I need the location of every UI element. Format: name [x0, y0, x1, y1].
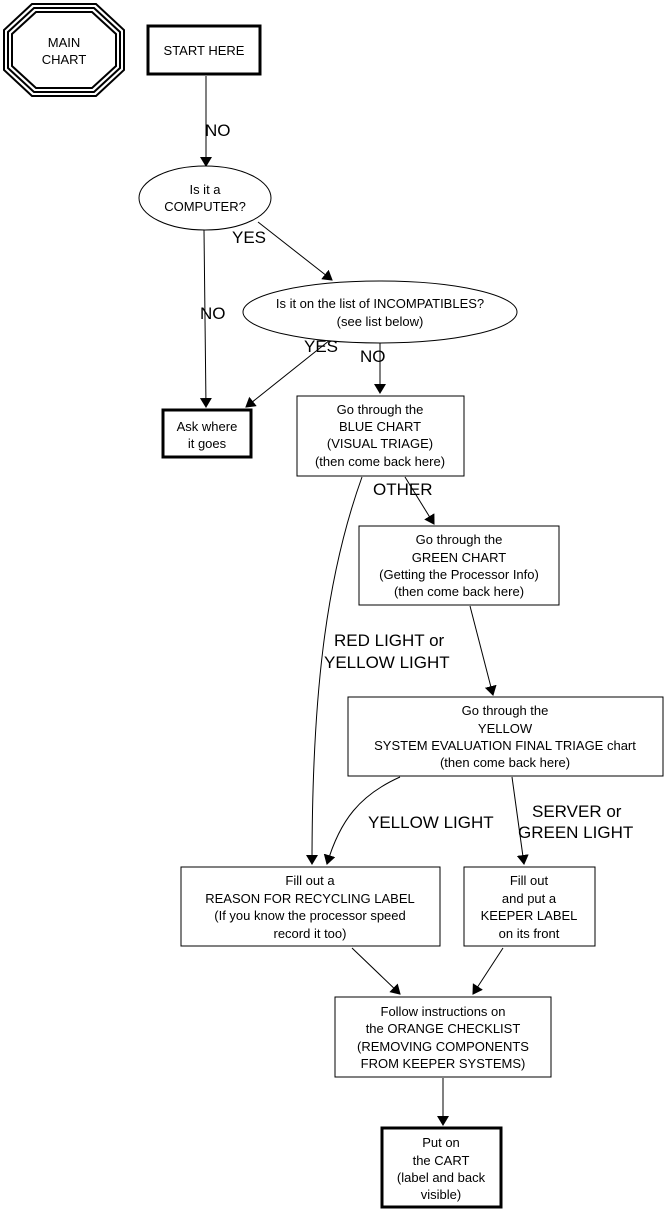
node-yellow-chart[interactable]: Go through the YELLOW SYSTEM EVALUATION … — [347, 696, 664, 777]
node-ask-where-line-2: it goes — [188, 436, 227, 451]
label-start-no: NO — [205, 121, 231, 140]
node-keeper-label[interactable]: Fill out and put a KEEPER LABEL on its f… — [463, 866, 596, 947]
node-cart-line-3: (label and back — [397, 1170, 486, 1185]
node-keeper-line-4: on its front — [499, 926, 560, 941]
node-yellow-chart-line-1: Go through the — [462, 703, 549, 718]
node-blue-chart-line-3: (VISUAL TRIAGE) — [327, 436, 433, 451]
edge-computer-yes — [257, 221, 333, 281]
label-incompat-yes: YES — [304, 337, 338, 356]
node-keeper-line-2: and put a — [502, 891, 557, 906]
edge-blue-red-yellow — [306, 476, 363, 865]
node-keeper-line-1: Fill out — [510, 873, 549, 888]
node-orange-checklist[interactable]: Follow instructions on the ORANGE CHECKL… — [334, 996, 552, 1078]
label-red-yellow-line-1: RED LIGHT or — [334, 631, 445, 650]
node-blue-chart[interactable]: Go through the BLUE CHART (VISUAL TRIAGE… — [296, 395, 465, 477]
edges — [199, 76, 529, 1126]
node-cart-line-4: visible) — [421, 1187, 461, 1202]
node-blue-chart-line-4: (then come back here) — [315, 454, 445, 469]
node-ask-where-line-1: Ask where — [177, 419, 238, 434]
node-cart[interactable]: Put on the CART (label and back visible) — [380, 1126, 503, 1209]
node-recycling-line-2: REASON FOR RECYCLING LABEL — [205, 891, 415, 906]
node-recycling-line-4: record it too) — [274, 926, 347, 941]
label-blue-other: OTHER — [373, 480, 433, 499]
edge-recycling-to-orange — [351, 947, 401, 995]
edge-yellow-server-green — [511, 776, 529, 865]
node-blue-chart-line-2: BLUE CHART — [339, 419, 421, 434]
edge-computer-no — [199, 229, 212, 408]
node-incompatibles[interactable]: Is it on the list of INCOMPATIBLES? (see… — [242, 280, 518, 344]
label-server-green-line-1: SERVER or — [532, 802, 622, 821]
label-yellow-light: YELLOW LIGHT — [368, 813, 494, 832]
node-is-computer-line-1: Is it a — [189, 182, 221, 197]
edge-keeper-to-orange — [472, 947, 504, 995]
node-green-chart-line-3: (Getting the Processor Info) — [379, 567, 539, 582]
node-is-computer[interactable]: Is it a COMPUTER? — [138, 165, 272, 231]
node-green-chart[interactable]: Go through the GREEN CHART (Getting the … — [358, 525, 560, 606]
node-recycling-line-1: Fill out a — [285, 873, 335, 888]
node-green-chart-line-2: GREEN CHART — [412, 550, 506, 565]
node-ask-where[interactable]: Ask where it goes — [161, 408, 253, 459]
edge-incompat-yes — [245, 339, 331, 408]
node-orange-line-1: Follow instructions on — [381, 1004, 506, 1019]
node-green-chart-line-1: Go through the — [416, 532, 503, 547]
node-incompatibles-line-2: (see list below) — [337, 314, 424, 329]
badge-line-2: CHART — [42, 52, 87, 67]
node-recycling-line-3: (If you know the processor speed — [214, 908, 406, 923]
node-orange-line-4: FROM KEEPER SYSTEMS) — [361, 1056, 526, 1071]
node-green-chart-line-4: (then come back here) — [394, 584, 524, 599]
node-incompatibles-line-1: Is it on the list of INCOMPATIBLES? — [276, 296, 484, 311]
edge-green-to-yellow — [469, 605, 497, 696]
edge-yellow-yellow-light — [323, 776, 401, 865]
node-yellow-chart-line-4: (then come back here) — [440, 755, 570, 770]
node-cart-line-2: the CART — [413, 1153, 470, 1168]
label-red-yellow-line-2: YELLOW LIGHT — [324, 653, 450, 672]
node-start[interactable]: START HERE — [146, 24, 262, 76]
node-yellow-chart-line-3: SYSTEM EVALUATION FINAL TRIAGE chart — [374, 738, 636, 753]
node-recycling-label[interactable]: Fill out a REASON FOR RECYCLING LABEL (I… — [180, 866, 441, 947]
node-orange-line-3: (REMOVING COMPONENTS — [357, 1039, 529, 1054]
edge-blue-other — [404, 476, 435, 525]
node-blue-chart-line-1: Go through the — [337, 402, 424, 417]
node-yellow-chart-line-2: YELLOW — [478, 721, 533, 736]
edge-labels: NO YES NO YES NO OTHER RED LIGHT or YELL… — [200, 121, 633, 842]
main-chart-badge: MAIN CHART — [3, 3, 125, 97]
label-server-green-line-2: GREEN LIGHT — [518, 823, 633, 842]
label-computer-no: NO — [200, 304, 226, 323]
node-keeper-line-3: KEEPER LABEL — [481, 908, 578, 923]
node-orange-line-2: the ORANGE CHECKLIST — [366, 1021, 521, 1036]
node-cart-line-1: Put on — [422, 1135, 460, 1150]
node-start-label: START HERE — [164, 43, 245, 58]
node-is-computer-line-2: COMPUTER? — [164, 199, 246, 214]
badge-line-1: MAIN — [48, 35, 81, 50]
label-incompat-no: NO — [360, 347, 386, 366]
label-computer-yes: YES — [232, 228, 266, 247]
